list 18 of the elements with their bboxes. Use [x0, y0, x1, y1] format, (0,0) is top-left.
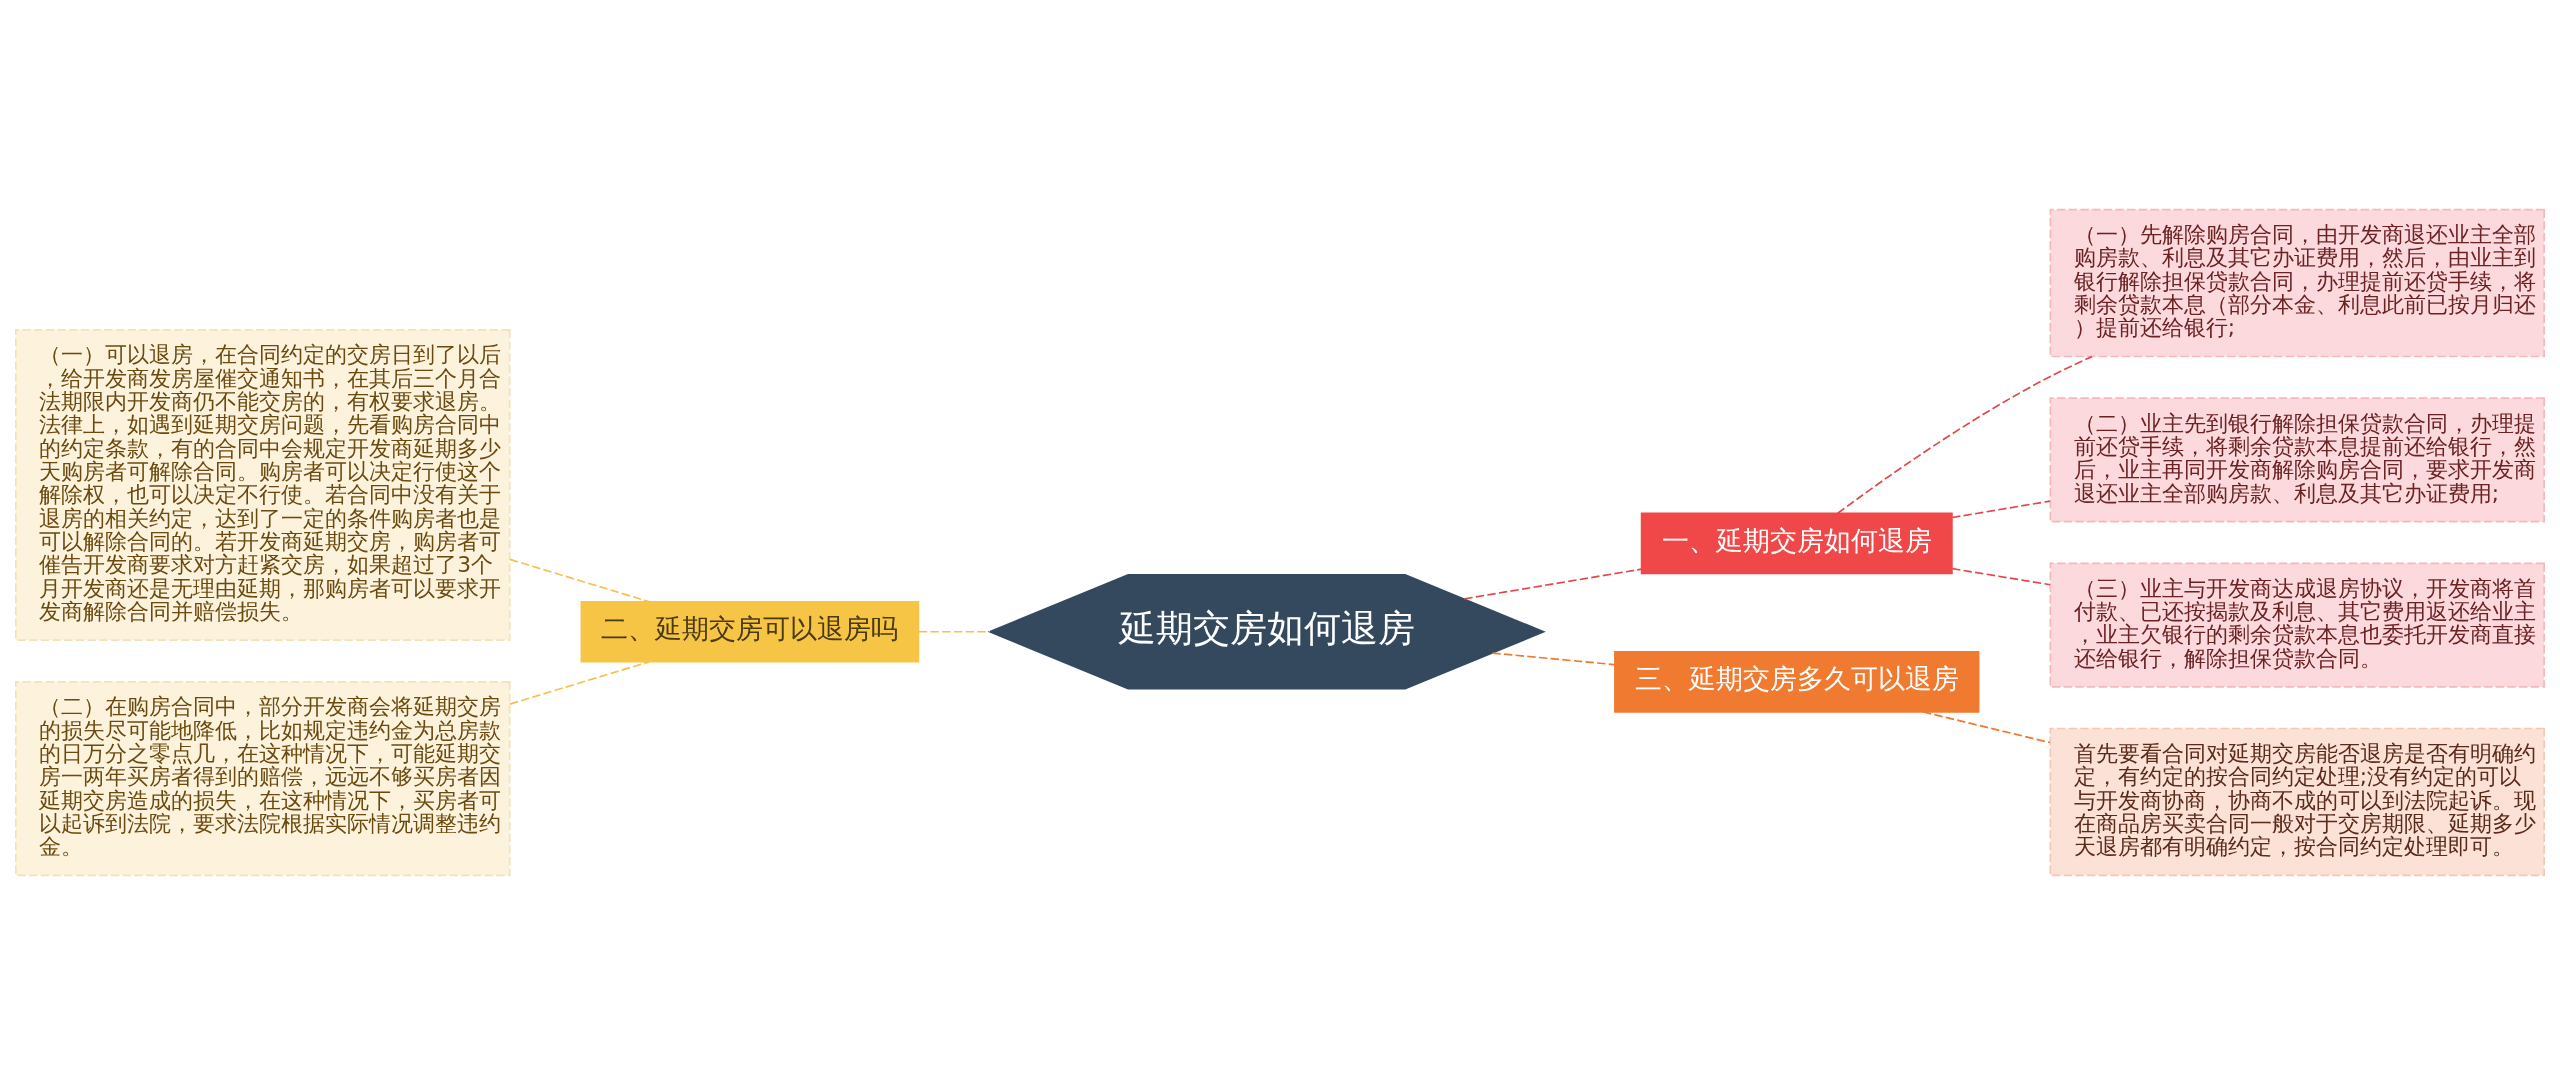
node-box: （一）先解除购房合同，由开发商退还业主全部购房款、利息及其它办证费用，然后，由业主到银行解除担保贷款合同，办理提前还贷手续，将剩余贷款本息（部分本金、利息此前已按月归还）提前还给银行; — [2049, 208, 2545, 357]
node-box: 一、延期交房如何退房 — [1640, 511, 1953, 574]
node-box: 二、延期交房可以退房吗 — [580, 600, 920, 663]
connector — [1951, 499, 2051, 518]
node-box: （二）业主先到银行解除担保贷款合同，办理提前还贷手续，将剩余贷款本息提前还给银行，然后，业主再同开发商解除购房合同，要求开发商退还业主全部购房款、利息及其它办证费用; — [2049, 396, 2545, 522]
connector — [1491, 651, 1615, 665]
node-box: （二）在购房合同中，部分开发商会将延期交房的损失尽可能地降低，比如规定违约金为总房款的日万分之零点几，在这种情况下，可能延期交房一两年买房者得到的赔偿，远远不够买房者因延期交房造成的损失，在这种情况下，买房者可以起诉到法院，要求法院根据实际情况调整违约金。 — [15, 680, 511, 876]
connector — [509, 660, 650, 705]
connector — [1463, 567, 1643, 600]
node-box: 首先要看合同对延期交房能否退房是否有明确约定，有约定的按合同约定处理;没有约定的可以与开发商协商，协商不成的可以到法院起诉。现在商品房买卖合同一般对于交房期限、延期多少天退房都有明确约定，按合同约定处理即可。 — [2049, 727, 2545, 876]
connector — [1951, 567, 2051, 586]
connector — [1922, 710, 2051, 743]
node-box: （一）可以退房，在合同约定的交房日到了以后，给开发商发房屋催交通知书，在其后三个月合法期限内开发商仍不能交房的，有权要求退房。法律上，如遇到延期交房问题，先看购房合同中的约定条款，有的合同中会规定开发商延期多少天购房者可解除合同。购房者可以决定行使这个解除权，也可以决定不行使。若合同中没有关于退房的相关约定，达到了一定的条件购房者也是可以解除合同的。若开发商延期交房，购房者可催告开发商要求对方赶紧交房，如果超过了3个月开发商还是无理由延期，那购房者可以要求开发商解除合同并赔偿损失。 — [15, 328, 511, 641]
node-box: （三）业主与开发商达成退房协议，开发商将首付款、已还按揭款及利息、其它费用返还给业主，业主欠银行的剩余贷款本息也委托开发商直接还给银行，解除担保贷款合同。 — [2049, 562, 2545, 688]
node-box: 三、延期交房多久可以退房 — [1614, 650, 1980, 713]
connector — [918, 630, 991, 633]
connector — [1836, 355, 2093, 514]
connector — [509, 558, 650, 602]
